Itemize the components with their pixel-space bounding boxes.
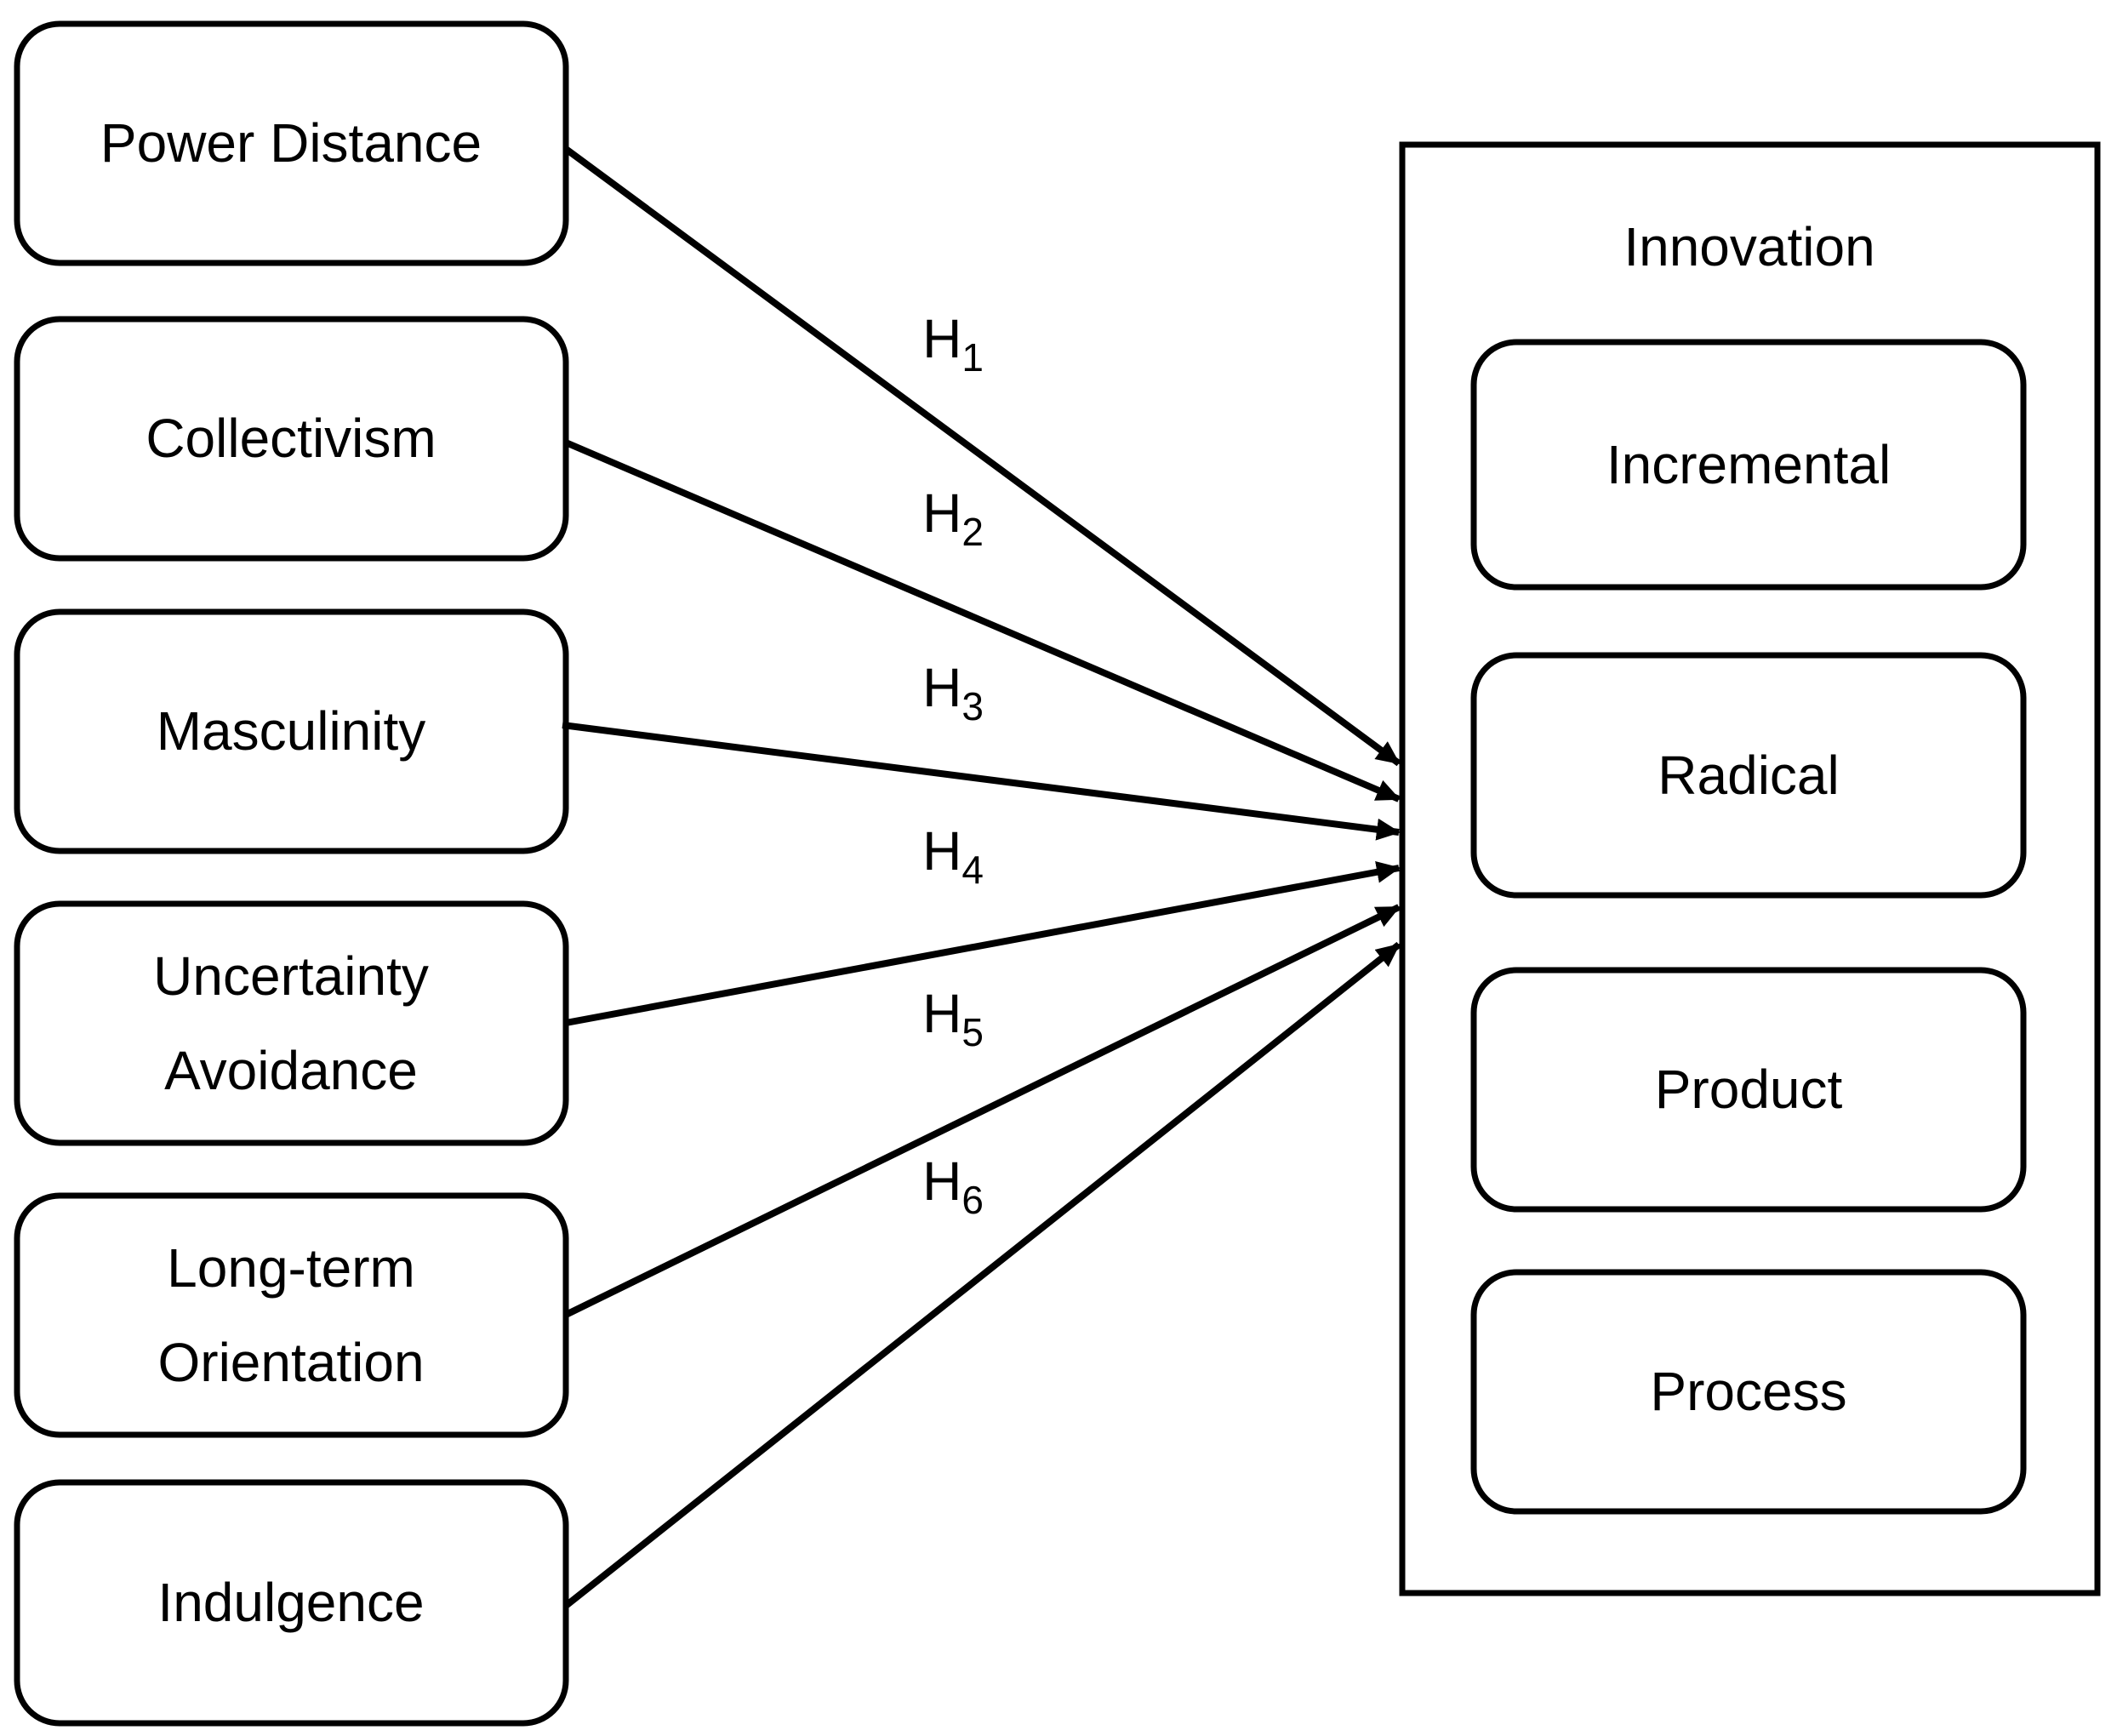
- hypothesis-label-h4: H4: [922, 820, 984, 892]
- innovation-process: Process: [1470, 1269, 2027, 1515]
- innovation-label-product: Product: [1655, 1059, 1843, 1120]
- hypothesis-label-h5: H5: [922, 983, 984, 1054]
- construct-label-uncertainty-line1: Uncertainty: [153, 945, 429, 1007]
- arrow-h3: [562, 722, 1401, 841]
- hypothesis-h4-subscript: 4: [961, 848, 984, 892]
- construct-label-longterm-line1: Long-term: [167, 1237, 415, 1299]
- hypothesis-h3-subscript: 3: [961, 684, 984, 728]
- construct-label-longterm-line2: Orientation: [157, 1332, 424, 1393]
- construct-label-indulgence: Indulgence: [157, 1572, 424, 1633]
- construct-long-term-orientation: Long-term Orientation: [14, 1192, 569, 1438]
- innovation-container-box: [1399, 141, 2101, 1596]
- hypothesis-h6-base: H: [922, 1151, 961, 1212]
- construct-label-uncertainty-line2: Avoidance: [164, 1040, 418, 1101]
- innovation-title: Innovation: [1623, 216, 1874, 277]
- construct-label-collectivism: Collectivism: [146, 408, 436, 469]
- innovation-label-incremental: Incremental: [1606, 434, 1891, 495]
- construct-label-masculinity: Masculinity: [157, 700, 426, 762]
- innovation-label-radical: Radical: [1658, 745, 1839, 806]
- innovation-box-process: [1470, 1269, 2027, 1515]
- hypothesis-h3-base: H: [922, 657, 961, 718]
- construct-masculinity: Masculinity: [14, 608, 569, 854]
- hypothesis-label-h1: H1: [922, 308, 984, 380]
- arrow-h1: [563, 146, 1401, 767]
- innovation-box-radical: [1470, 652, 2027, 899]
- hypothesis-h5-base: H: [922, 983, 961, 1044]
- construct-box-long-term-orientation: [14, 1192, 569, 1438]
- hypothesis-h2-base: H: [922, 483, 961, 544]
- innovation-label-process: Process: [1650, 1361, 1846, 1422]
- hypothesis-label-h3: H3: [922, 657, 984, 728]
- hypothesis-h1-base: H: [922, 308, 961, 369]
- hypothesis-label-h2: H2: [922, 483, 984, 554]
- hypothesis-labels: H1 H2 H3 H4 H5 H6: [922, 308, 984, 1222]
- construct-box-masculinity: [14, 608, 569, 854]
- arrow-h2: [564, 439, 1401, 802]
- hypothesis-h4-base: H: [922, 820, 961, 882]
- construct-box-uncertainty-avoidance: [14, 900, 569, 1146]
- innovation-box-incremental: [1470, 339, 2027, 591]
- arrow-h5: [564, 904, 1401, 1318]
- hypothesis-label-h6: H6: [922, 1151, 984, 1222]
- construct-uncertainty-avoidance: Uncertainty Avoidance: [14, 900, 569, 1146]
- hypothesis-h6-subscript: 6: [961, 1178, 984, 1222]
- innovation-incremental: Incremental: [1470, 339, 2027, 591]
- hypothesis-arrows: [562, 146, 1401, 1609]
- hypothesis-h5-subscript: 5: [961, 1010, 984, 1054]
- innovation-product: Product: [1470, 967, 2027, 1213]
- construct-power-distance: Power Distance: [14, 20, 569, 266]
- construct-indulgence: Indulgence: [14, 1479, 569, 1727]
- innovation-container: Innovation Incremental Radical Product P…: [1399, 141, 2101, 1596]
- arrow-h4: [565, 860, 1401, 1026]
- hypothesis-h2-subscript: 2: [961, 510, 984, 554]
- construct-label-power-distance: Power Distance: [100, 112, 482, 174]
- construct-collectivism: Collectivism: [14, 316, 569, 562]
- construct-box-power-distance: [14, 20, 569, 266]
- construct-column: Power Distance Collectivism Masculinity …: [14, 20, 569, 1727]
- construct-box-collectivism: [14, 316, 569, 562]
- innovation-box-product: [1470, 967, 2027, 1213]
- innovation-radical: Radical: [1470, 652, 2027, 899]
- arrow-h6: [563, 941, 1401, 1609]
- hypothesis-h1-subscript: 1: [961, 335, 984, 380]
